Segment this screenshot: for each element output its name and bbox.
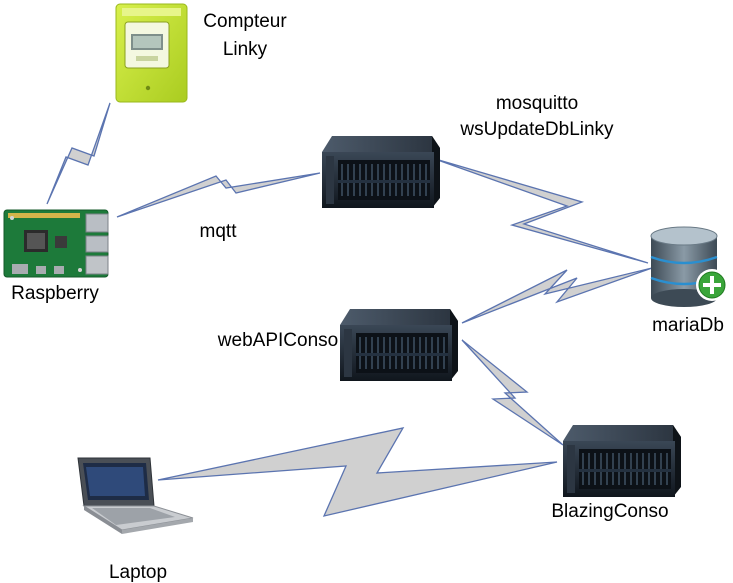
database-add-icon (650, 226, 728, 307)
server-icon (321, 135, 441, 209)
laptop-node[interactable]: Laptop (77, 457, 194, 583)
link-laptop-blazing (157, 427, 558, 517)
link-raspberry-mosquitto (116, 172, 321, 218)
link-meter-raspberry (46, 102, 111, 205)
raspberry-pi-board-icon (3, 209, 109, 278)
meter-label-line1: Compteur (203, 11, 287, 32)
mosquitto-label-line2: wsUpdateDbLinky (459, 119, 614, 140)
blazing-label: BlazingConso (551, 501, 668, 522)
link-mosquitto-mariadb (431, 157, 649, 264)
link-webapi-mariadb (461, 267, 653, 324)
raspberry-node[interactable]: Raspberry (3, 209, 109, 304)
server-icon (562, 424, 682, 498)
mosquitto-server-node[interactable]: mosquitto wsUpdateDbLinky (321, 93, 614, 209)
mariadb-node[interactable]: mariaDb (650, 226, 728, 336)
blazing-server-node[interactable]: BlazingConso (551, 424, 682, 522)
electric-meter-icon (115, 3, 188, 103)
mosquitto-label-line1: mosquitto (496, 93, 578, 114)
laptop-label: Laptop (109, 562, 167, 583)
webapi-label: webAPIConso (217, 330, 338, 351)
link-webapi-blazing (461, 339, 564, 446)
link-label-mqtt: mqtt (200, 221, 238, 242)
meter-node[interactable]: Compteur Linky (115, 3, 287, 103)
laptop-icon (77, 457, 194, 534)
mariadb-label: mariaDb (652, 315, 724, 336)
server-icon (339, 308, 459, 382)
webapi-server-node[interactable]: webAPIConso (217, 308, 459, 382)
meter-label-line2: Linky (223, 39, 268, 60)
raspberry-label: Raspberry (11, 283, 99, 304)
